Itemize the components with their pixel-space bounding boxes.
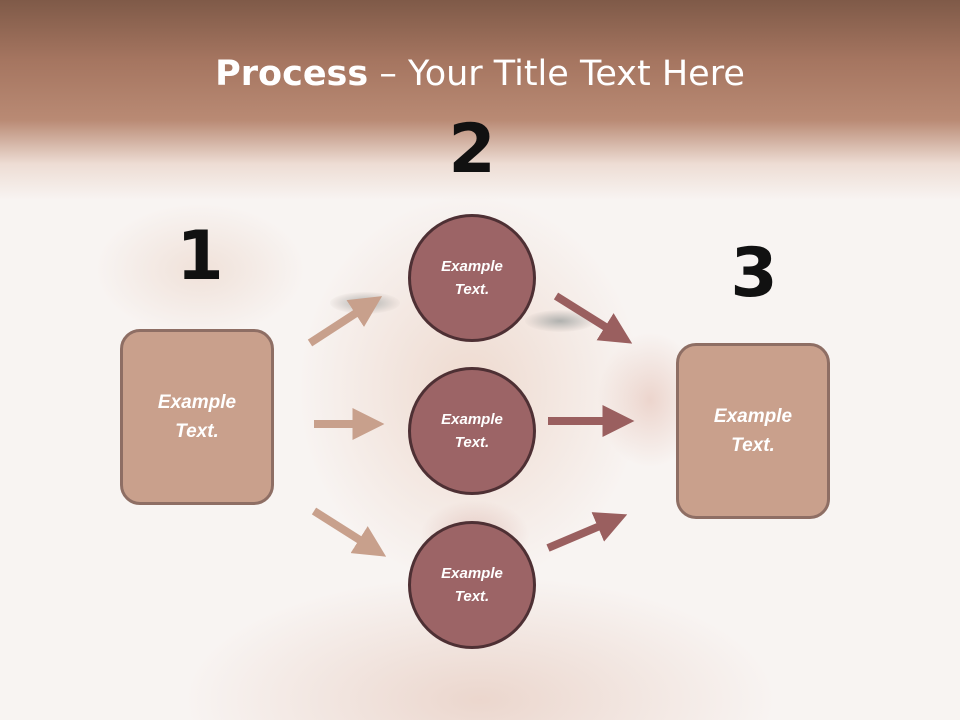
- step-2-text-middle: Example Text.: [441, 411, 503, 451]
- slide-title: Process – Your Title Text Here: [0, 52, 960, 96]
- step-2-circle-top: Example Text.: [408, 214, 536, 342]
- step-2-circle-middle: Example Text.: [408, 367, 536, 495]
- title-bold: Process: [215, 54, 369, 94]
- photo-detail: [525, 310, 595, 332]
- arrow-to-step2-bottom: [311, 507, 387, 557]
- step-3-text: Example Text.: [713, 406, 793, 456]
- arrow-to-step3-bottom: [546, 512, 628, 552]
- header-band: [0, 0, 960, 200]
- step-number-3: 3: [730, 234, 778, 313]
- step-2-text-bottom: Example Text.: [441, 565, 503, 605]
- step-3-box: Example Text.: [676, 343, 830, 519]
- arrow-to-step2-top: [307, 296, 383, 347]
- step-2-text-top: Example Text.: [441, 258, 503, 298]
- step-number-1: 1: [176, 217, 224, 296]
- arrow-to-step3-top: [553, 292, 633, 344]
- step-number-2: 2: [448, 110, 496, 189]
- title-rest: – Your Title Text Here: [368, 54, 745, 94]
- step-1-box: Example Text.: [120, 329, 274, 505]
- step-1-text: Example Text.: [157, 392, 237, 442]
- step-2-circle-bottom: Example Text.: [408, 521, 536, 649]
